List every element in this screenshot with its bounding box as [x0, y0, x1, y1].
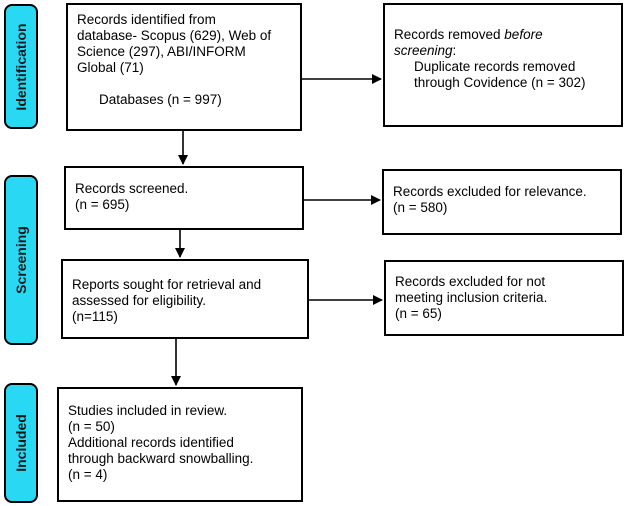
removed-suffix: :: [452, 43, 457, 58]
phase-screening: Screening: [4, 175, 38, 345]
identified-line2: database- Scopus (629), Web of: [77, 28, 272, 43]
excluded-relevance-line1: Records excluded for relevance.: [393, 184, 587, 199]
excluded-criteria-line1: Records excluded for not: [395, 274, 546, 289]
excluded-relevance-line2: (n = 580): [393, 200, 448, 215]
identified-databases: Databases (n = 997): [99, 92, 222, 107]
screened-line1: Records screened.: [75, 181, 189, 196]
removed-line4: through Covidence (n = 302): [414, 75, 586, 90]
included-line3: Additional records identified: [68, 435, 234, 450]
reports-retrieval-box: Reports sought for retrieval and assesse…: [61, 259, 309, 339]
identified-line3: Science (297), ABI/INFORM: [77, 44, 246, 59]
removed-emph-before: before: [504, 27, 543, 42]
included-line5: (n = 4): [68, 467, 108, 482]
excluded-criteria-line2: meeting inclusion criteria.: [395, 290, 548, 305]
records-screened-box: Records screened. (n = 695): [64, 166, 304, 230]
excluded-relevance-box: Records excluded for relevance. (n = 580…: [382, 169, 622, 235]
included-line2: (n = 50): [68, 419, 115, 434]
removed-prefix: Records removed: [394, 27, 505, 42]
removed-line3: Duplicate records removed: [414, 59, 576, 74]
retrieval-line1: Reports sought for retrieval and: [72, 277, 262, 292]
excluded-criteria-line3: (n = 65): [395, 306, 442, 321]
excluded-criteria-box: Records excluded for not meeting inclusi…: [384, 260, 624, 336]
identified-line1: Records identified from: [77, 12, 216, 27]
removed-line2: screening:: [394, 43, 612, 59]
phase-included: Included: [4, 383, 38, 503]
phase-screening-label: Screening: [13, 226, 29, 294]
phase-identification: Identification: [4, 4, 38, 129]
phase-included-label: Included: [13, 414, 29, 472]
removed-line1: Records removed before: [394, 27, 612, 43]
studies-included-box: Studies included in review. (n = 50) Add…: [57, 387, 303, 502]
removed-emph-screening: screening: [394, 43, 453, 58]
included-line1: Studies included in review.: [68, 403, 228, 418]
identified-line4: Global (71): [77, 60, 144, 75]
retrieval-line3: (n=115): [72, 309, 118, 324]
records-identified-box: Records identified from database- Scopus…: [66, 3, 302, 131]
included-line4: through backward snowballing.: [68, 451, 254, 466]
records-removed-box: Records removed before screening: Duplic…: [383, 3, 623, 127]
phase-identification-label: Identification: [13, 22, 29, 111]
screened-line2: (n = 695): [75, 197, 130, 212]
retrieval-line2: assessed for eligibility.: [72, 293, 207, 308]
